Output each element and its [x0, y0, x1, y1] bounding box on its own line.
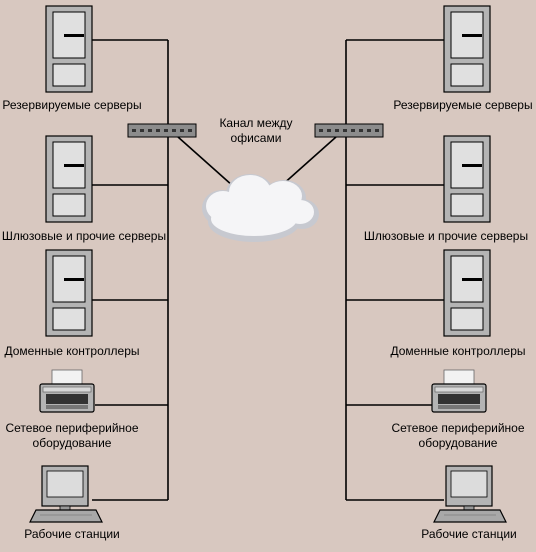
right-reserve-servers-label: Резервируемые серверы	[393, 98, 532, 112]
right-workstation-icon	[433, 465, 507, 523]
right-hub	[314, 123, 384, 138]
left-hub	[127, 123, 197, 138]
right-wiring	[345, 39, 444, 501]
cloud-icon	[202, 174, 319, 242]
left-reserve-servers-label: Резервируемые серверы	[2, 98, 141, 112]
left-printer-icon	[39, 369, 95, 413]
right-workstations-label: Рабочие станции	[421, 527, 516, 541]
right-reserve-server-icon	[443, 5, 491, 93]
left-domain-controllers-label: Доменные контроллеры	[5, 344, 140, 358]
left-peripherals-label-line2: оборудование	[33, 436, 112, 450]
left-reserve-server-icon	[45, 5, 93, 93]
right-wan-link	[280, 136, 337, 187]
left-workstation-icon	[29, 465, 103, 523]
left-wan-link	[177, 136, 234, 187]
right-gateway-servers-label: Шлюзовые и прочие серверы	[364, 229, 528, 243]
link-label-line1: Канал между	[219, 116, 292, 130]
left-wiring	[92, 39, 169, 501]
left-workstations-label: Рабочие станции	[24, 527, 119, 541]
link-label-line2: офисами	[231, 131, 282, 145]
left-gateway-server-icon	[45, 135, 93, 223]
right-printer-icon	[431, 369, 487, 413]
right-peripherals-label-line1: Сетевое периферийное	[391, 421, 524, 435]
left-peripherals-label-line1: Сетевое периферийное	[5, 421, 138, 435]
left-gateway-servers-label: Шлюзовые и прочие серверы	[2, 229, 166, 243]
right-domain-controller-icon	[443, 249, 491, 337]
left-domain-controller-icon	[45, 249, 93, 337]
right-peripherals-label-line2: оборудование	[419, 436, 498, 450]
right-domain-controllers-label: Доменные контроллеры	[391, 344, 526, 358]
right-gateway-server-icon	[443, 135, 491, 223]
